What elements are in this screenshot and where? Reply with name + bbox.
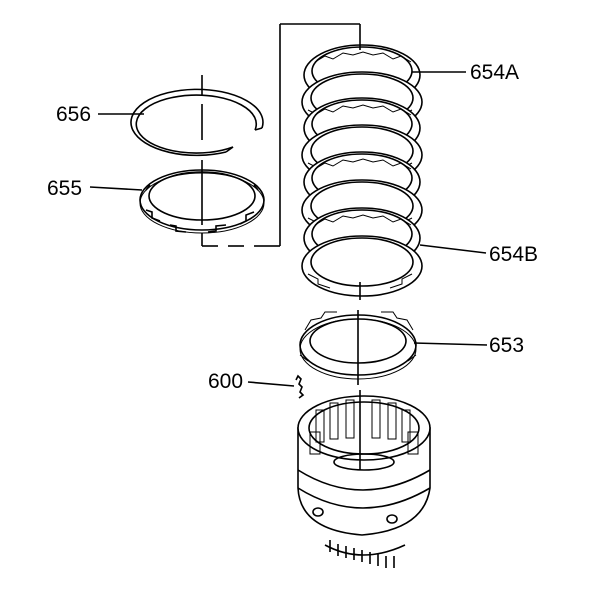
spring-clip-600 (295, 374, 305, 399)
clutch-plate-stack-654 (301, 40, 423, 300)
callout-654b: 654B (489, 243, 538, 266)
leader-lines (89, 71, 488, 387)
assembly-axis-left (201, 23, 361, 247)
callout-656: 656 (56, 103, 91, 126)
pressure-plate-653 (299, 310, 417, 385)
clutch-plate (301, 235, 423, 297)
callout-655: 655 (47, 177, 82, 200)
callout-653: 653 (489, 334, 524, 357)
clutch-housing (297, 390, 431, 568)
callout-654a: 654A (470, 61, 519, 84)
callout-600: 600 (208, 370, 243, 393)
snap-ring-656 (130, 88, 264, 157)
